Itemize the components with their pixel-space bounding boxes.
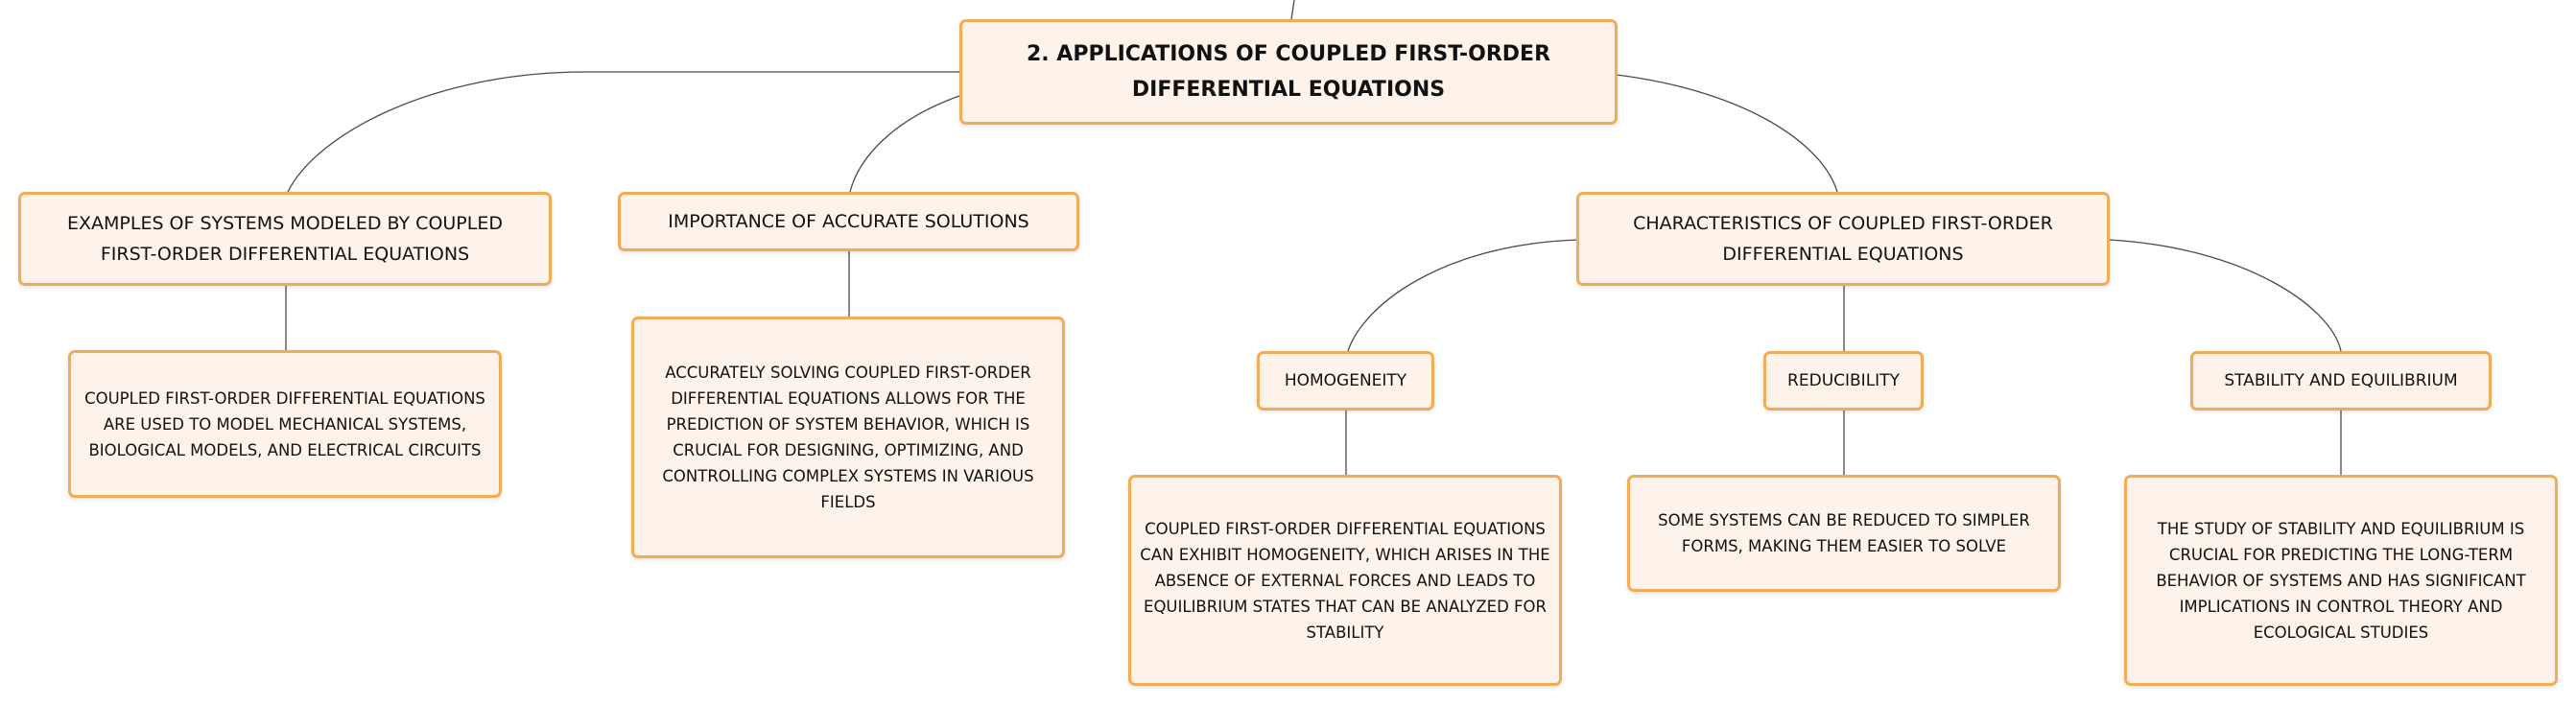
root-topic[interactable]: 2. APPLICATIONS OF COUPLED FIRST-ORDER D… <box>959 19 1618 125</box>
examples-detail-text: COUPLED FIRST-ORDER DIFFERENTIAL EQUATIO… <box>84 388 485 459</box>
examples-topic-label: EXAMPLES OF SYSTEMS MODELED BY COUPLED F… <box>66 213 503 265</box>
importance-detail[interactable]: ACCURATELY SOLVING COUPLED FIRST-ORDER D… <box>631 317 1065 558</box>
stability-topic-label: STABILITY AND EQUILIBRIUM <box>2224 370 2458 390</box>
connector-root-examples <box>287 71 959 193</box>
reducibility-detail[interactable]: SOME SYSTEMS CAN BE REDUCED TO SIMPLER F… <box>1627 475 2061 592</box>
connector-characteristics-stability <box>2108 239 2342 352</box>
reducibility-detail-text: SOME SYSTEMS CAN BE REDUCED TO SIMPLER F… <box>1658 511 2030 555</box>
homogeneity-detail-text: COUPLED FIRST-ORDER DIFFERENTIAL EQUATIO… <box>1140 519 1550 642</box>
stability-topic[interactable]: STABILITY AND EQUILIBRIUM <box>2190 351 2492 411</box>
importance-topic[interactable]: IMPORTANCE OF ACCURATE SOLUTIONS <box>618 192 1079 251</box>
stability-detail[interactable]: THE STUDY OF STABILITY AND EQUILIBRIUM I… <box>2124 475 2558 686</box>
importance-topic-label: IMPORTANCE OF ACCURATE SOLUTIONS <box>668 211 1029 232</box>
reducibility-topic[interactable]: REDUCIBILITY <box>1763 351 1924 411</box>
characteristics-topic-label: CHARACTERISTICS OF COUPLED FIRST-ORDER D… <box>1633 213 2053 265</box>
examples-detail[interactable]: COUPLED FIRST-ORDER DIFFERENTIAL EQUATIO… <box>68 350 502 498</box>
homogeneity-topic[interactable]: HOMOGENEITY <box>1257 351 1434 411</box>
root-topic-label: 2. APPLICATIONS OF COUPLED FIRST-ORDER D… <box>1026 42 1551 102</box>
homogeneity-detail[interactable]: COUPLED FIRST-ORDER DIFFERENTIAL EQUATIO… <box>1128 475 1562 686</box>
connector-characteristics-homogeneity <box>1347 239 1579 352</box>
connector-root-importance <box>849 95 960 193</box>
importance-detail-text: ACCURATELY SOLVING COUPLED FIRST-ORDER D… <box>662 364 1034 511</box>
homogeneity-topic-label: HOMOGENEITY <box>1284 370 1407 390</box>
connector-root-parent <box>1290 0 1295 20</box>
examples-topic[interactable]: EXAMPLES OF SYSTEMS MODELED BY COUPLED F… <box>18 192 552 286</box>
stability-detail-text: THE STUDY OF STABILITY AND EQUILIBRIUM I… <box>2156 519 2526 642</box>
connector-root-characteristics <box>1616 74 1838 193</box>
characteristics-topic[interactable]: CHARACTERISTICS OF COUPLED FIRST-ORDER D… <box>1576 192 2110 286</box>
reducibility-topic-label: REDUCIBILITY <box>1787 370 1900 390</box>
